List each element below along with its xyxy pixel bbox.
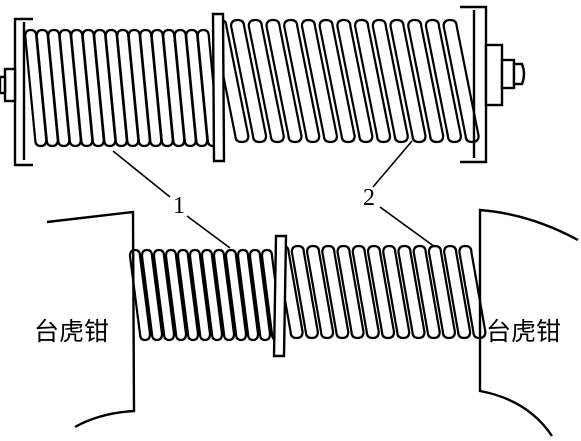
part-label-1: 1: [173, 193, 185, 219]
bottom-spring-1-coil: [152, 248, 176, 342]
bottom-spring-2-coil: [351, 244, 380, 340]
bottom-spring-2-coil: [290, 244, 319, 340]
top-spring-2-coil: [265, 18, 303, 144]
top-spring-2-coil: [336, 18, 374, 144]
bottom-vise-jaws: [46, 208, 579, 437]
top-spring-assembly: [24, 18, 480, 148]
vise-label-right: 台虎钳: [486, 318, 561, 346]
leader-1-bottom: [186, 215, 231, 249]
top-spring-2-coil: [353, 18, 392, 144]
bottom-spring-2-coil: [336, 244, 365, 340]
right-nut: [484, 43, 504, 107]
bottom-spring-2-coil: [412, 244, 441, 340]
leader-lines: [112, 140, 436, 249]
top-spring-2-coil: [371, 18, 409, 144]
bottom-spring-2-coil: [443, 244, 472, 340]
vise-label-left: 台虎钳: [34, 318, 109, 346]
top-separator-plate: [211, 12, 226, 163]
top-spring-2-coil: [283, 18, 321, 144]
bottom-spring-1-coil: [176, 248, 200, 342]
bottom-spring-2-coil: [427, 244, 457, 340]
top-spring-2-coil: [442, 18, 480, 144]
top-spring-2-coil: [389, 18, 427, 144]
left-nut: [3, 67, 17, 103]
bottom-spring-2-coil: [305, 244, 335, 340]
bottom-spring-1-coil: [188, 248, 212, 342]
bottom-spring-2-coil: [321, 244, 350, 340]
leader-2-top: [372, 140, 413, 188]
left-bolt-stub: [0, 75, 7, 95]
right-vise-jaw: [478, 208, 579, 437]
right-bolt-nut: [500, 58, 516, 90]
bottom-spring-1-coil: [224, 248, 248, 342]
top-spring-2-coil: [318, 18, 356, 144]
part-label-2: 2: [363, 185, 375, 211]
leader-2-bottom: [379, 206, 436, 248]
bottom-spring-assembly: [128, 244, 487, 342]
bottom-separator-plate: [272, 234, 288, 358]
bottom-spring-1-coil: [248, 248, 272, 342]
bottom-spring-1-coil: [212, 248, 236, 342]
bottom-spring-1-coil: [140, 248, 164, 342]
top-spring-2-coil: [424, 18, 463, 144]
bottom-spring-1-coil: [200, 248, 224, 342]
bottom-spring-2-coil: [397, 244, 426, 340]
top-clamp-frame: [0, 5, 526, 167]
leader-1-top: [112, 150, 171, 198]
top-spring-2-coil: [229, 18, 268, 144]
left-vise-jaw: [46, 210, 136, 429]
top-spring-2-coil: [300, 18, 339, 144]
bottom-spring-2-coil: [382, 244, 411, 340]
top-spring-2-coil: [247, 18, 285, 144]
bottom-spring-1-coil: [236, 248, 260, 342]
top-spring-2-coil: [407, 18, 445, 144]
right-bolt-tip: [512, 62, 526, 86]
bottom-spring-2-coil: [366, 244, 396, 340]
bottom-spring-1-coil: [164, 248, 188, 342]
